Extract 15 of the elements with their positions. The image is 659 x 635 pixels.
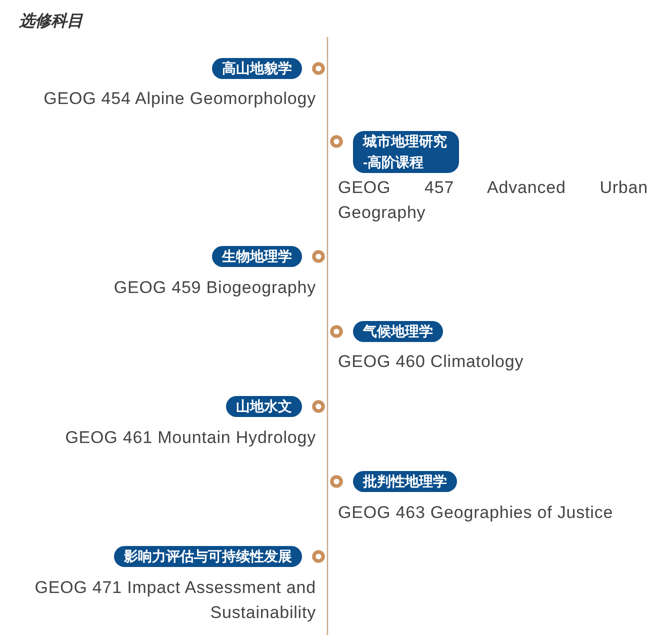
course-title: GEOG 471 Impact Assessment and Sustainability bbox=[34, 576, 316, 624]
topic-tag: 影响力评估与可持续性发展 bbox=[114, 546, 302, 566]
topic-tag: 批判性地理学 bbox=[353, 470, 457, 492]
course-title: GEOG 457 Advanced Urban Geography bbox=[338, 176, 648, 224]
topic-tag: 城市地理研究-高阶课程 bbox=[353, 131, 459, 173]
course-title: GEOG 460 Climatology bbox=[338, 350, 525, 372]
course-title: GEOG 463 Geographies of Justice bbox=[338, 502, 614, 524]
course-title: GEOG 461 Mountain Hydrology bbox=[64, 426, 316, 448]
topic-tag: 生物地理学 bbox=[212, 246, 302, 266]
topic-tag: 气候地理学 bbox=[353, 320, 443, 342]
topic-tag: 山地水文 bbox=[226, 396, 302, 416]
topic-tag: 高山地貌学 bbox=[212, 58, 302, 78]
section-title: 选修科目 bbox=[19, 12, 83, 32]
course-title: GEOG 459 Biogeography bbox=[112, 276, 316, 298]
course-title: GEOG 454 Alpine Geomorphology bbox=[42, 88, 316, 110]
